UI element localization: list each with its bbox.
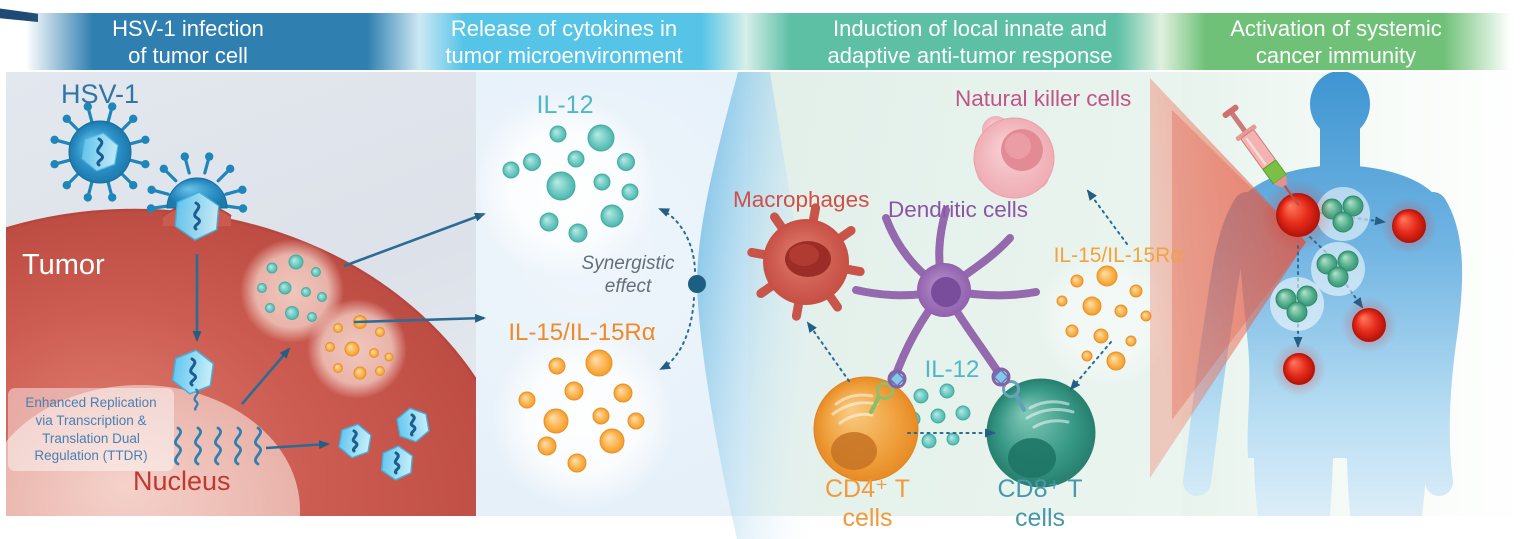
tumor-nodule-abdomen-left xyxy=(1283,353,1315,385)
cd4-tcell-icon xyxy=(813,376,919,482)
injection-beam-core xyxy=(1172,110,1306,420)
cd4-tcells-label: CD4⁺ T cells xyxy=(825,475,910,532)
nucleus-shape xyxy=(6,385,300,516)
il15-label-panel2: IL-15/IL-15Rα xyxy=(508,319,656,346)
header-panel1: HSV-1 infection of tumor cell xyxy=(112,16,264,68)
cd8-tcells-label: CD8⁺ T cells xyxy=(997,475,1083,532)
header-band xyxy=(26,13,1510,70)
replication-arrows xyxy=(192,254,330,450)
il15-cloud xyxy=(491,326,675,510)
header-panel3: Induction of local innate and adaptive a… xyxy=(827,16,1113,68)
synergistic-effect-label: Synergistic effect xyxy=(581,253,675,297)
il12-label-panel3: IL-12 xyxy=(924,356,980,383)
dendritic-cells-label: Dendritic cells xyxy=(888,197,1029,222)
viral-capsid-icon xyxy=(171,349,215,411)
cd8-tcell-icon xyxy=(986,378,1096,488)
hsv1-label: HSV-1 xyxy=(60,79,140,109)
hsv1-virion-entering-icon xyxy=(146,152,248,241)
tumor-nodule-shoulder xyxy=(1392,209,1426,243)
il12-granule-cluster-p1 xyxy=(240,239,344,343)
macrophage-icon xyxy=(747,203,865,321)
il15-granule-cluster-p1 xyxy=(307,299,407,399)
natural-killer-cells-label: Natural killer cells xyxy=(955,86,1132,111)
il12-label-panel2: IL-12 xyxy=(536,91,594,119)
synapse-cd4-icon xyxy=(869,369,907,414)
injection-beam xyxy=(1150,78,1306,478)
viral-genomes-squiggles xyxy=(174,426,262,466)
il15-label-panel3: IL-15/IL-15Rα xyxy=(1053,244,1183,267)
tumor-nodules xyxy=(1262,179,1437,396)
immune-cell-cluster-2 xyxy=(1311,242,1365,296)
blue-wedge xyxy=(697,72,846,539)
tumor-nodule-abdomen-right xyxy=(1352,308,1386,342)
immune-cell-cluster-3 xyxy=(1270,277,1324,331)
synergy-node xyxy=(658,208,706,370)
tumor-label: Tumor xyxy=(22,249,105,281)
header-panel2: Release of cytokines in tumor microenvir… xyxy=(445,16,683,68)
cytokine-release-arrows xyxy=(343,212,486,324)
nucleus-label: Nucleus xyxy=(133,466,231,496)
syringe-icon xyxy=(1222,104,1300,206)
dendritic-cell-icon xyxy=(852,206,1040,384)
hsv1-virion-icon xyxy=(50,102,150,202)
il12-cloud xyxy=(473,93,657,277)
local-response-dashed-arrows xyxy=(806,189,1128,438)
tumor-nodule-injected xyxy=(1276,193,1320,237)
il15-dots-p3 xyxy=(1035,248,1175,388)
ttdr-note: Enhanced Replication via Transcription &… xyxy=(8,388,174,472)
macrophages-label: Macrophages xyxy=(733,187,870,212)
header-panel4: Activation of systemic cancer immunity xyxy=(1230,16,1442,68)
synapse-cd8-icon xyxy=(991,367,1026,412)
progeny-virions-icon xyxy=(338,407,430,481)
nk-cell-icon xyxy=(973,116,1055,199)
